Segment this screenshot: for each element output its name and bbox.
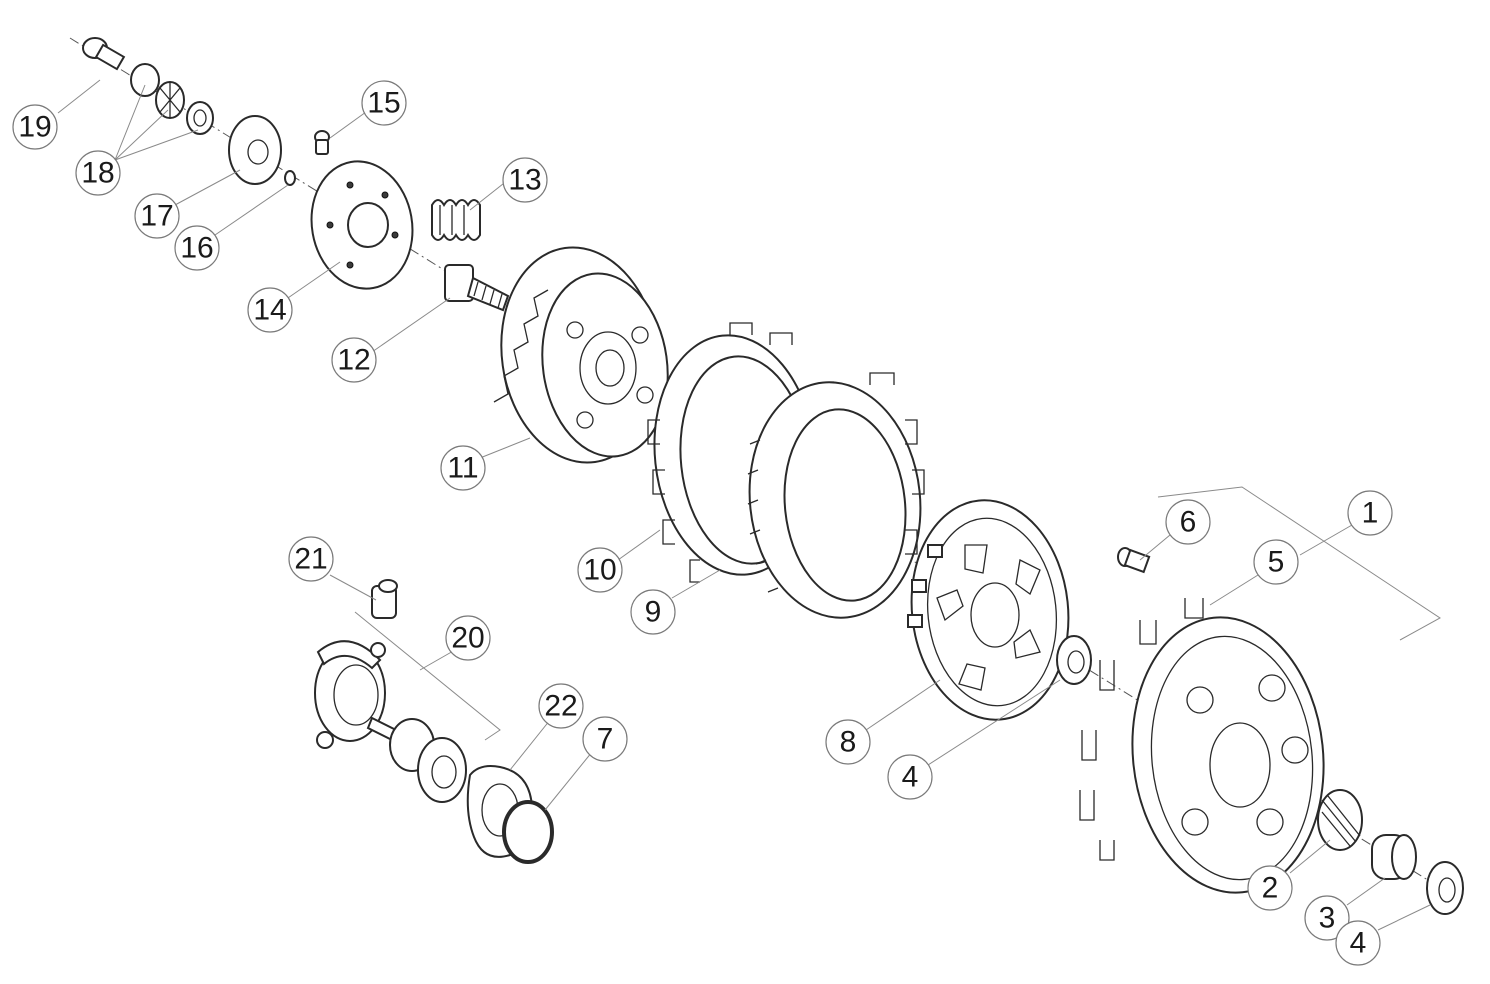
part-18-bearing-set xyxy=(130,63,214,135)
svg-text:4: 4 xyxy=(902,761,919,794)
callout-16: 16 xyxy=(174,225,220,271)
part-19-screw xyxy=(82,37,126,71)
part-20-bearing xyxy=(417,737,467,803)
callout-4-upper: 4 xyxy=(887,754,933,800)
svg-text:20: 20 xyxy=(451,622,484,655)
part-21-fitting xyxy=(371,579,398,619)
part-6-screw xyxy=(1117,547,1151,574)
svg-text:8: 8 xyxy=(840,726,857,759)
callout-11: 11 xyxy=(440,445,486,491)
svg-text:18: 18 xyxy=(81,157,114,190)
callout-17: 17 xyxy=(134,193,180,239)
part-4-washer-upper xyxy=(1056,635,1092,685)
callout-12: 12 xyxy=(331,337,377,383)
part-2-needle-bearing xyxy=(1317,789,1363,851)
part-20-slave-cylinder xyxy=(314,640,435,772)
svg-text:10: 10 xyxy=(583,554,616,587)
callout-22: 22 xyxy=(538,683,584,729)
bracket-group-1 xyxy=(1157,486,1441,641)
part-3-bushing xyxy=(1371,834,1417,880)
svg-text:9: 9 xyxy=(645,596,662,629)
svg-text:16: 16 xyxy=(180,232,213,265)
svg-text:11: 11 xyxy=(447,452,478,485)
callout-9: 9 xyxy=(630,589,676,635)
callout-20: 20 xyxy=(445,615,491,661)
svg-text:12: 12 xyxy=(337,344,370,377)
svg-text:22: 22 xyxy=(544,690,577,723)
svg-text:21: 21 xyxy=(294,543,327,576)
svg-text:14: 14 xyxy=(253,294,286,327)
leader-lines xyxy=(57,79,1431,931)
svg-text:7: 7 xyxy=(597,723,614,756)
bracket-group-20 xyxy=(354,611,501,741)
part-4-washer-lower xyxy=(1426,861,1464,915)
svg-text:4: 4 xyxy=(1350,927,1367,960)
callout-1: 1 xyxy=(1347,490,1393,536)
svg-text:15: 15 xyxy=(367,87,400,120)
callout-6: 6 xyxy=(1165,499,1211,545)
callout-7: 7 xyxy=(582,716,628,762)
callout-2: 2 xyxy=(1247,865,1293,911)
svg-text:6: 6 xyxy=(1180,506,1197,539)
part-5-clutch-basket xyxy=(1079,598,1325,894)
callout-5: 5 xyxy=(1253,539,1299,585)
callout-4-lower: 4 xyxy=(1335,920,1381,966)
svg-text:19: 19 xyxy=(18,111,51,144)
callout-21: 21 xyxy=(288,536,334,582)
svg-text:17: 17 xyxy=(140,200,173,233)
callout-18: 18 xyxy=(75,150,121,196)
svg-text:2: 2 xyxy=(1262,872,1279,905)
part-15-screw xyxy=(314,130,330,155)
part-11-clutch-hub xyxy=(493,246,669,464)
part-14-pressure-plate xyxy=(310,160,414,290)
part-8-pressure-disc xyxy=(907,499,1070,721)
svg-text:3: 3 xyxy=(1319,902,1336,935)
callout-10: 10 xyxy=(577,547,623,593)
part-9-steel-plates xyxy=(747,372,925,619)
part-13-spring xyxy=(431,199,481,241)
part-17-cap xyxy=(228,115,282,185)
callout-14: 14 xyxy=(247,287,293,333)
part-12-bolt xyxy=(444,264,510,312)
callout-8: 8 xyxy=(825,719,871,765)
callout-3: 3 xyxy=(1304,895,1350,941)
svg-text:5: 5 xyxy=(1268,546,1285,579)
part-16-ring xyxy=(284,170,296,186)
svg-text:1: 1 xyxy=(1362,497,1379,530)
callout-19: 19 xyxy=(12,104,58,150)
svg-text:13: 13 xyxy=(508,164,541,197)
part-7-o-ring xyxy=(502,800,554,864)
callout-15: 15 xyxy=(361,80,407,126)
callout-13: 13 xyxy=(502,157,548,203)
